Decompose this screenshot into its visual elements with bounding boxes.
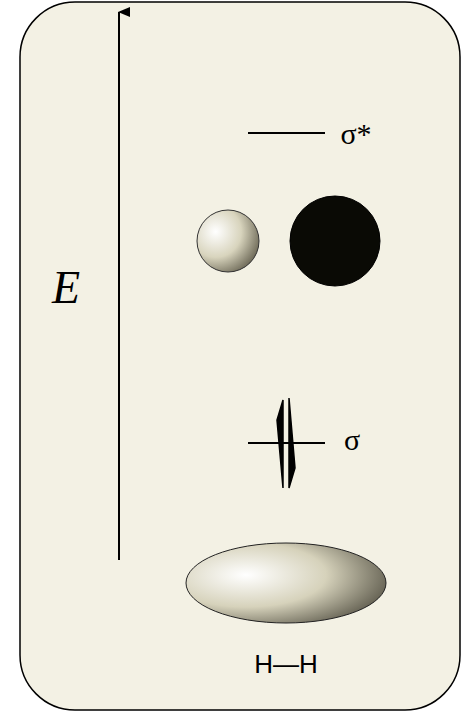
orbital-label: σ*	[340, 119, 371, 149]
panel	[20, 2, 460, 710]
orbital-lobe	[290, 196, 380, 286]
molecule-label: H—H	[254, 651, 318, 677]
orbital-lobe	[197, 210, 259, 272]
axis-label: E	[52, 265, 80, 311]
orbital-label: σ	[344, 425, 360, 455]
bonding-level	[248, 442, 325, 444]
antibonding-level	[248, 132, 325, 134]
electron-spin-down	[289, 398, 295, 488]
electron-spin-up	[277, 400, 283, 488]
energy-axis	[118, 12, 120, 560]
bonding-orbital	[186, 543, 386, 623]
